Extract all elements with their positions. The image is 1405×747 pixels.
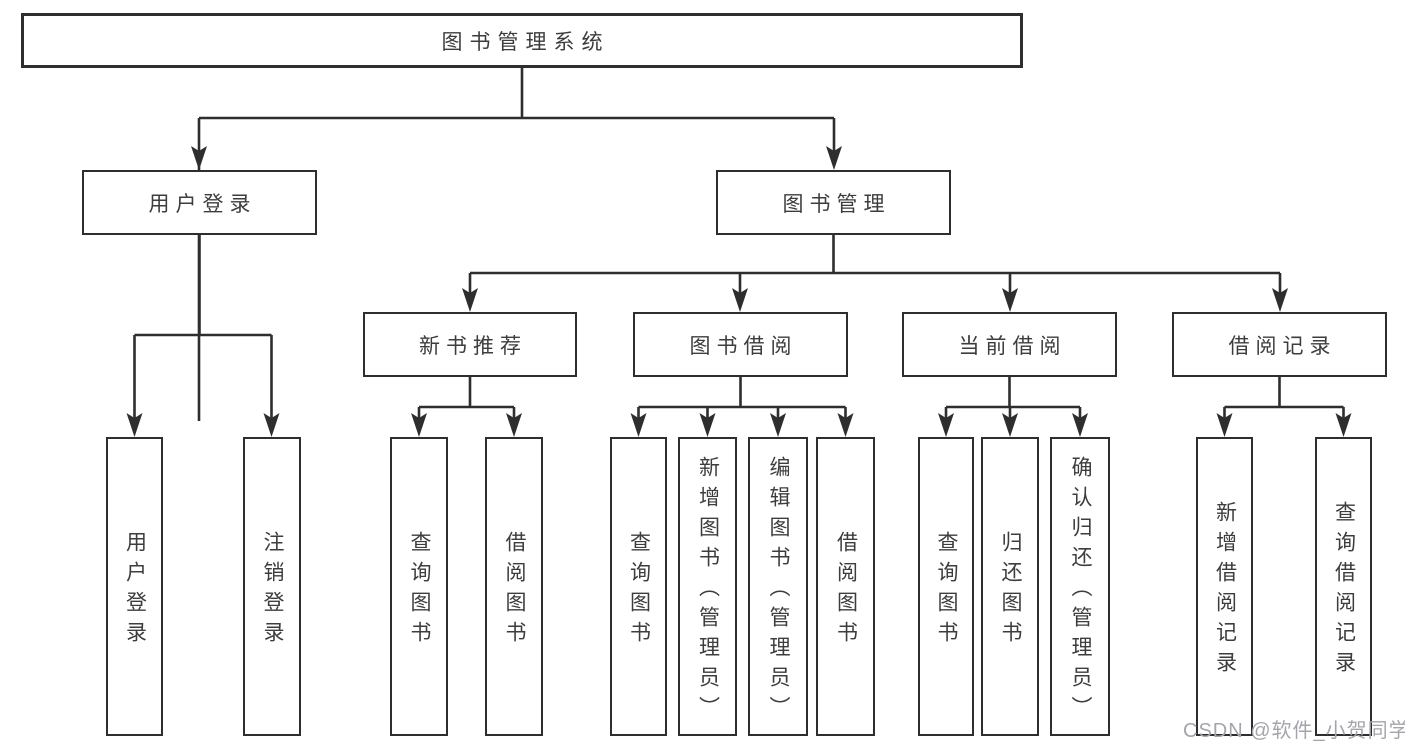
leaf-return-book: 归还图书 xyxy=(981,437,1039,736)
edge-records-to-leaves xyxy=(1223,377,1345,421)
edge-current-to-leaves xyxy=(944,377,1082,421)
node-label: 图书管理 xyxy=(782,192,891,216)
node-label: 用户登录 xyxy=(148,192,257,216)
node-library-system: 图书管理系统 xyxy=(21,13,1023,68)
node-label: 注销登录 xyxy=(261,531,285,651)
node-label: 新增借阅记录 xyxy=(1213,501,1237,681)
node-label: 借阅图书 xyxy=(503,531,527,651)
node-label: 查询图书 xyxy=(935,531,959,651)
node-label: 编辑图书（管理员） xyxy=(767,456,791,726)
node-label: 确认归还（管理员） xyxy=(1069,456,1093,726)
node-label: 图书管理系统 xyxy=(441,30,610,54)
node-label: 查询图书 xyxy=(627,531,651,651)
leaf-add-book-admin: 新增图书（管理员） xyxy=(678,437,737,736)
edge-user-login-to-leaves xyxy=(133,235,273,421)
edge-root-to-level2 xyxy=(197,68,836,421)
leaf-edit-book-admin: 编辑图书（管理员） xyxy=(748,437,808,736)
leaf-query-borrow-record: 查询借阅记录 xyxy=(1315,437,1372,736)
node-label: 借阅记录 xyxy=(1228,334,1337,358)
csdn-watermark: CSDN @软件_小贺同学 xyxy=(1183,720,1405,742)
leaf-query-books-1: 查询图书 xyxy=(390,437,448,736)
leaf-add-borrow-record: 新增借阅记录 xyxy=(1196,437,1253,736)
node-label: 查询图书 xyxy=(408,531,432,651)
edge-book-mgmt-to-level3 xyxy=(468,235,1282,296)
node-label: 新书推荐 xyxy=(419,334,527,358)
node-new-book-recommend: 新书推荐 xyxy=(363,312,577,377)
leaf-logout: 注销登录 xyxy=(243,437,301,736)
leaf-query-books-2: 查询图书 xyxy=(610,437,667,736)
node-borrowing-records: 借阅记录 xyxy=(1172,312,1387,377)
node-book-management: 图书管理 xyxy=(716,170,951,235)
arrowheads xyxy=(126,146,1352,437)
node-label: 归还图书 xyxy=(999,531,1023,651)
node-label: 借阅图书 xyxy=(834,531,858,651)
node-label: 当前借阅 xyxy=(958,334,1067,358)
leaf-query-books-3: 查询图书 xyxy=(918,437,974,736)
node-book-borrowing: 图书借阅 xyxy=(633,312,848,377)
edge-new-rec-to-leaves xyxy=(417,377,516,421)
node-label: 新增图书（管理员） xyxy=(696,456,720,726)
leaf-borrow-books-2: 借阅图书 xyxy=(816,437,875,736)
edge-borrowing-to-leaves xyxy=(637,377,847,421)
node-label: 查询借阅记录 xyxy=(1332,501,1356,681)
leaf-borrow-books-1: 借阅图书 xyxy=(485,437,543,736)
node-label: 图书借阅 xyxy=(689,334,798,358)
leaf-confirm-return-admin: 确认归还（管理员） xyxy=(1050,437,1110,736)
node-label: 用户登录 xyxy=(123,531,147,651)
leaf-user-login: 用户登录 xyxy=(106,437,163,736)
node-user-login: 用户登录 xyxy=(82,170,317,235)
node-current-borrowing: 当前借阅 xyxy=(902,312,1117,377)
